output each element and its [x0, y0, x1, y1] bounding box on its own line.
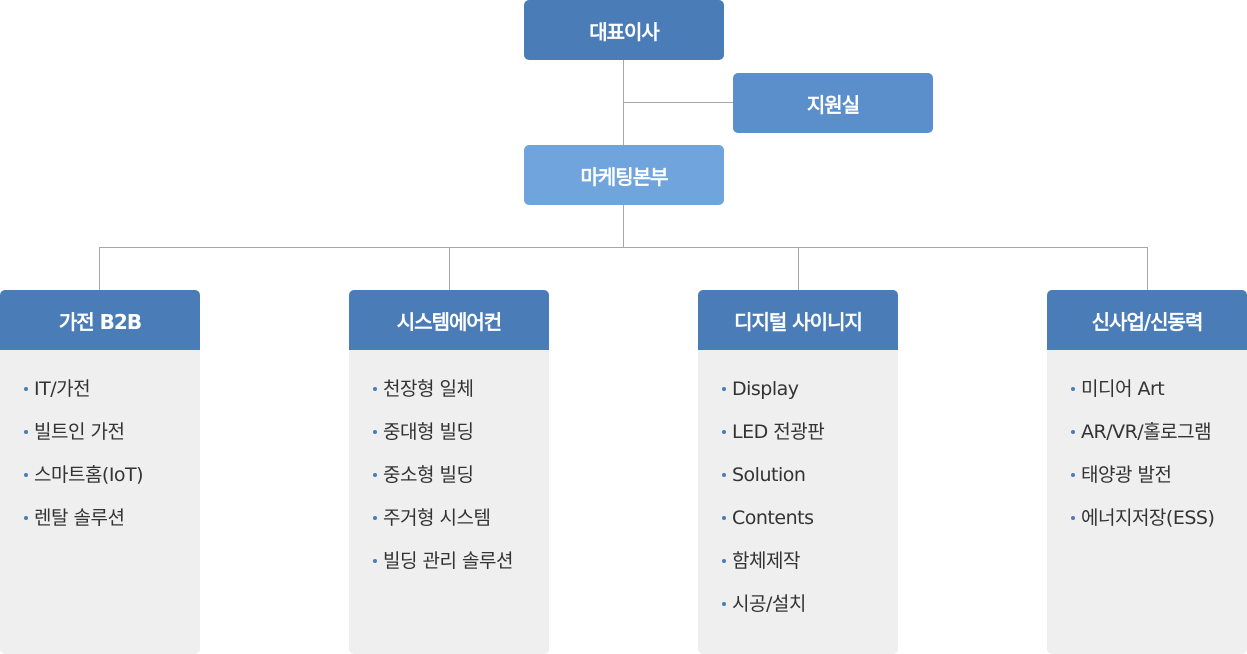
list-item-label: LED 전광판 [732, 421, 825, 443]
list-item: IT/가전 [24, 374, 200, 417]
bullet-icon [722, 559, 726, 563]
bullet-icon [1071, 430, 1075, 434]
list-item: Solution [722, 460, 898, 503]
list-item: 태양광 발전 [1071, 460, 1247, 503]
connector-dept-4 [1147, 247, 1148, 290]
department-system-aircon: 시스템에어컨 천장형 일체 중대형 빌딩 중소형 빌딩 주거형 시스템 빌딩 관… [349, 290, 549, 654]
list-item-label: 함체제작 [732, 550, 800, 572]
list-item-label: Solution [732, 464, 806, 486]
list-item: AR/VR/홀로그램 [1071, 417, 1247, 460]
support-office-node: 지원실 [733, 73, 933, 133]
list-item: 중대형 빌딩 [373, 417, 549, 460]
department-title: 디지털 사이니지 [698, 290, 898, 350]
list-item-label: 빌딩 관리 솔루션 [383, 550, 513, 572]
bullet-icon [722, 430, 726, 434]
bullet-icon [373, 473, 377, 477]
list-item: 시공/설치 [722, 589, 898, 632]
list-item: Display [722, 374, 898, 417]
connector-horizontal-bus [99, 247, 1148, 248]
list-item-label: 천장형 일체 [383, 378, 474, 400]
list-item-label: 태양광 발전 [1081, 464, 1172, 486]
list-item: LED 전광판 [722, 417, 898, 460]
list-item-label: 에너지저장(ESS) [1081, 507, 1215, 529]
list-item-label: 스마트홈(IoT) [34, 464, 144, 486]
bullet-icon [1071, 387, 1075, 391]
bullet-icon [24, 387, 28, 391]
list-item: 중소형 빌딩 [373, 460, 549, 503]
list-item: 에너지저장(ESS) [1071, 503, 1247, 546]
marketing-division-node: 마케팅본부 [524, 145, 724, 205]
bullet-icon [24, 473, 28, 477]
connector-dept-2 [449, 247, 450, 290]
department-digital-signage: 디지털 사이니지 Display LED 전광판 Solution Conten… [698, 290, 898, 654]
list-item: 천장형 일체 [373, 374, 549, 417]
department-title: 시스템에어컨 [349, 290, 549, 350]
department-item-list: 천장형 일체 중대형 빌딩 중소형 빌딩 주거형 시스템 빌딩 관리 솔루션 [349, 350, 549, 589]
list-item: 함체제작 [722, 546, 898, 589]
ceo-label: 대표이사 [589, 19, 660, 44]
department-home-appliance-b2b: 가전 B2B IT/가전 빌트인 가전 스마트홈(IoT) 렌탈 솔루션 [0, 290, 200, 654]
list-item-label: 중대형 빌딩 [383, 421, 474, 443]
list-item-label: Display [732, 378, 799, 400]
bullet-icon [373, 559, 377, 563]
support-office-label: 지원실 [806, 92, 860, 117]
list-item-label: AR/VR/홀로그램 [1081, 421, 1212, 443]
list-item: 미디어 Art [1071, 374, 1247, 417]
list-item-label: 렌탈 솔루션 [34, 507, 125, 529]
department-new-business: 신사업/신동력 미디어 Art AR/VR/홀로그램 태양광 발전 에너지저장(… [1047, 290, 1247, 654]
bullet-icon [1071, 473, 1075, 477]
connector-dept-1 [99, 247, 100, 290]
bullet-icon [722, 516, 726, 520]
bullet-icon [24, 430, 28, 434]
list-item-label: 빌트인 가전 [34, 421, 125, 443]
department-item-list: 미디어 Art AR/VR/홀로그램 태양광 발전 에너지저장(ESS) [1047, 350, 1247, 546]
list-item-label: 미디어 Art [1081, 378, 1165, 400]
list-item: 렌탈 솔루션 [24, 503, 200, 546]
bullet-icon [373, 516, 377, 520]
bullet-icon [722, 387, 726, 391]
ceo-node: 대표이사 [524, 0, 724, 60]
list-item: 주거형 시스템 [373, 503, 549, 546]
connector-marketing-down [623, 205, 624, 247]
list-item: Contents [722, 503, 898, 546]
bullet-icon [722, 473, 726, 477]
bullet-icon [1071, 516, 1075, 520]
bullet-icon [24, 516, 28, 520]
department-title: 신사업/신동력 [1047, 290, 1247, 350]
list-item-label: Contents [732, 507, 814, 529]
bullet-icon [373, 430, 377, 434]
department-item-list: IT/가전 빌트인 가전 스마트홈(IoT) 렌탈 솔루션 [0, 350, 200, 546]
connector-support [623, 102, 733, 103]
marketing-division-label: 마케팅본부 [580, 164, 669, 189]
list-item: 빌딩 관리 솔루션 [373, 546, 549, 589]
department-title: 가전 B2B [0, 290, 200, 350]
bullet-icon [373, 387, 377, 391]
bullet-icon [722, 602, 726, 606]
department-item-list: Display LED 전광판 Solution Contents 함체제작 시… [698, 350, 898, 632]
list-item: 빌트인 가전 [24, 417, 200, 460]
list-item: 스마트홈(IoT) [24, 460, 200, 503]
list-item-label: 중소형 빌딩 [383, 464, 474, 486]
list-item-label: 시공/설치 [732, 593, 806, 615]
connector-dept-3 [798, 247, 799, 290]
list-item-label: IT/가전 [34, 378, 91, 400]
list-item-label: 주거형 시스템 [383, 507, 491, 529]
